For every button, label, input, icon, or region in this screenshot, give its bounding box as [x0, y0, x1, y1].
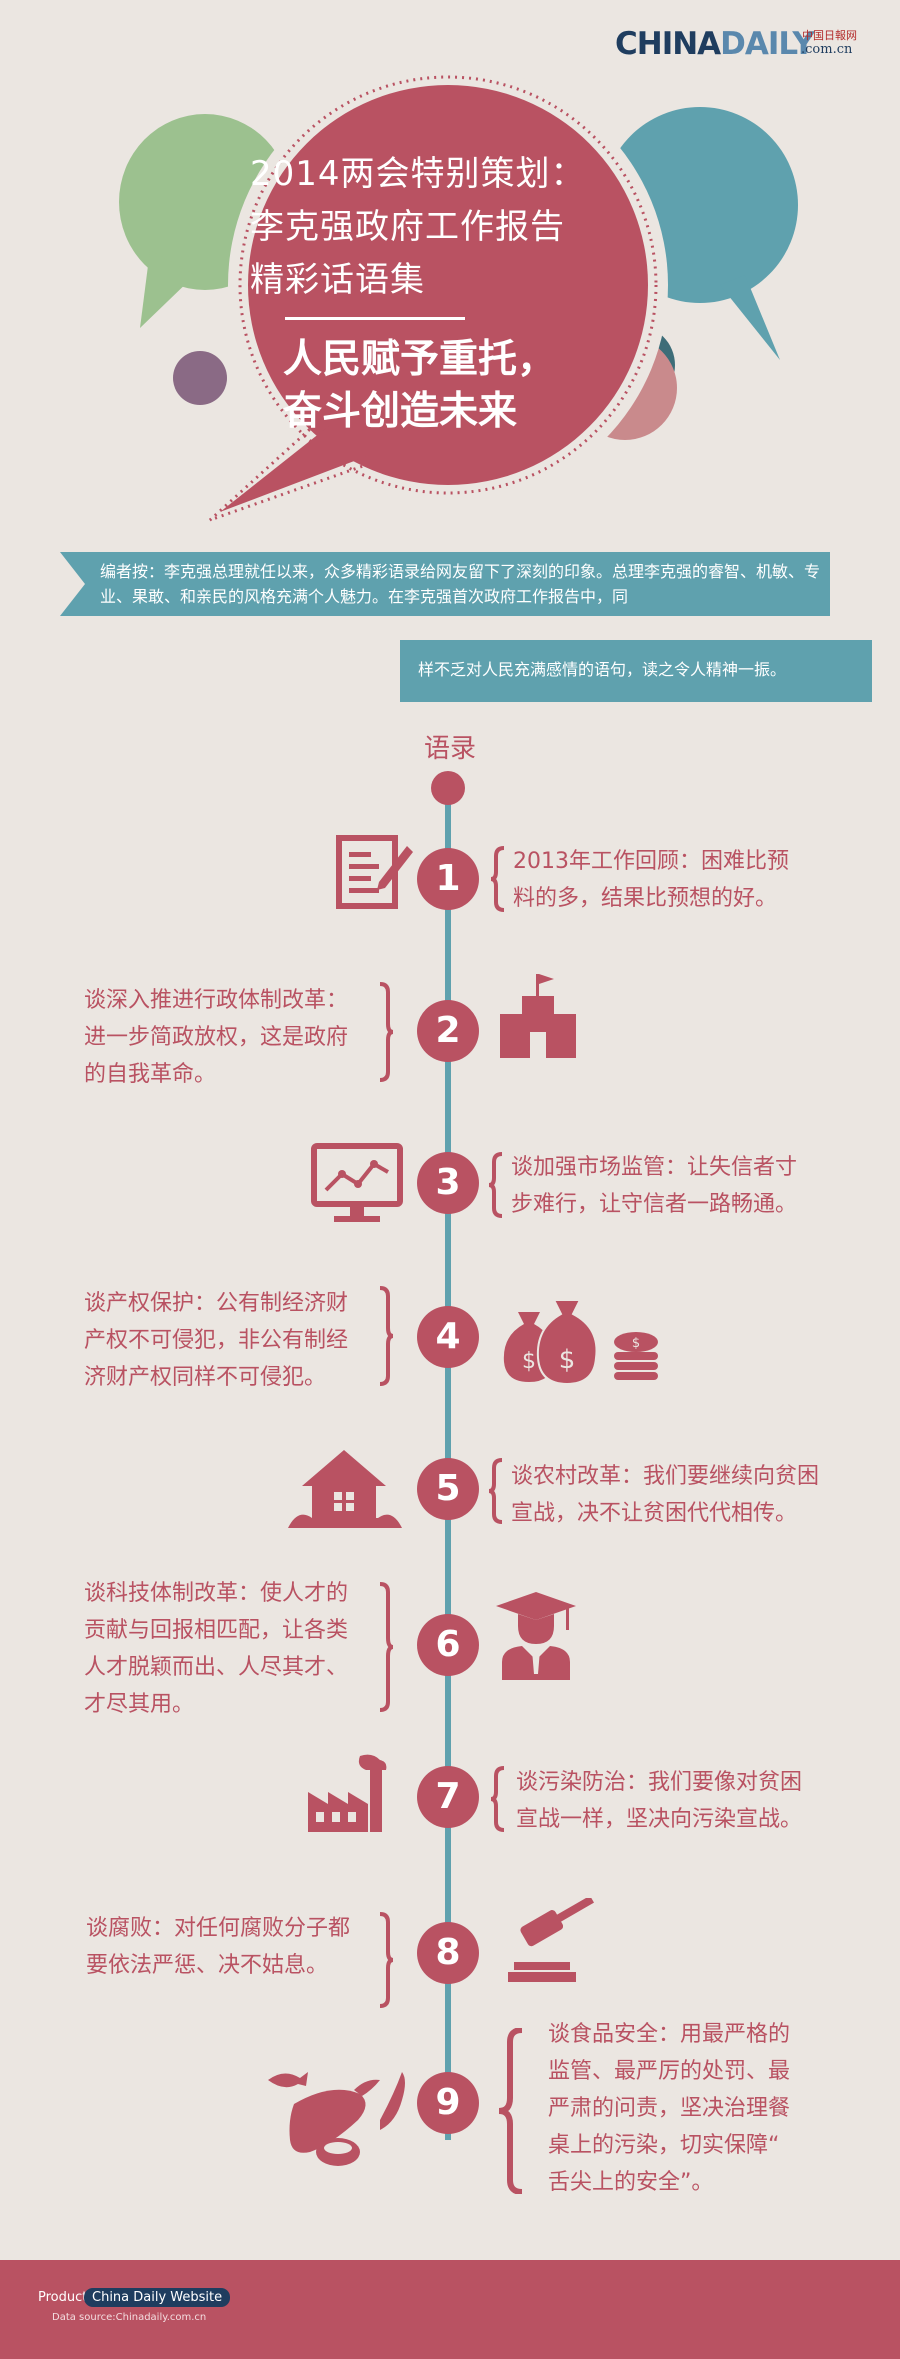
food-icon — [262, 2060, 412, 2174]
intro-text-line1: 编者按：李克强总理就任以来，众多精彩语录给网友留下了深刻的印象。总理李克强的睿智… — [100, 562, 821, 606]
quote-text-2: 谈深入推进行政体制改革： 进一步简政放权，这是政府 的自我革命。 — [84, 988, 349, 1087]
brace-right-1 — [490, 846, 505, 912]
timeline-top-dot — [431, 771, 465, 805]
logo-daily: DAILY — [720, 26, 815, 62]
speech-bubbles-graphic — [119, 70, 798, 522]
timeline-number-4: 4 — [417, 1306, 479, 1368]
svg-text:$: $ — [632, 1336, 640, 1351]
timeline-number-3: 3 — [417, 1152, 479, 1214]
logo-cn-text: 中国日報网 — [802, 29, 857, 42]
quote-text-6: 谈科技体制改革：使人才的 贡献与回报相匹配，让各类 人才脱颖而出、人尽其才、 才… — [84, 1581, 349, 1717]
farmhouse-icon — [286, 1448, 404, 1536]
quote-text-7: 谈污染防治：我们要像对贫困 宣战一样，坚决向污染宣战。 — [516, 1770, 803, 1832]
footer-product-badge[interactable]: China Daily Website — [84, 2288, 231, 2307]
quote-text-9: 谈食品安全：用最严格的 监管、最严厉的处罚、最 严肃的问责，坚决治理餐 桌上的污… — [548, 2022, 791, 2195]
money-bags-icon: $ $ $ — [496, 1292, 666, 1392]
svg-text:$: $ — [522, 1349, 536, 1374]
quote-text-4: 谈产权保护：公有制经济财 产权不可侵犯，非公有制经 济财产权同样不可侵犯。 — [84, 1291, 349, 1390]
brace-left-2 — [379, 982, 394, 1082]
logo-wordmark: CHINADAILY — [615, 26, 875, 62]
intro-banner-bottom — [400, 640, 872, 702]
logo-domain: .com.cn — [801, 42, 853, 57]
title-block: 2014两会特别策划：李克强政府工作报告精彩话语集 人民赋予重托，奋斗创造未来 — [250, 148, 590, 438]
document-pen-icon — [335, 832, 415, 916]
timeline-number-1: 1 — [417, 848, 479, 910]
timeline-number-8: 8 — [417, 1922, 479, 1984]
quote-text-1: 2013年工作回顾：困难比预 料的多，结果比预想的好。 — [513, 849, 789, 911]
brace-right-3 — [488, 1152, 503, 1218]
timeline-number-5: 5 — [417, 1458, 479, 1520]
timeline-number-9: 9 — [417, 2072, 479, 2134]
footer-data-source: Data source:Chinadaily.com.cn — [52, 2312, 207, 2323]
page-title: 2014两会特别策划：李克强政府工作报告精彩话语集 — [250, 154, 586, 300]
footer — [0, 2260, 900, 2359]
logo-china: CHINA — [615, 26, 721, 62]
footer-product-label: Product — [38, 2290, 88, 2305]
brace-left-8 — [379, 1912, 394, 2008]
graduate-icon — [494, 1590, 578, 1686]
intro-banner-top — [60, 552, 830, 616]
brace-right-5 — [488, 1458, 503, 1524]
factory-icon — [306, 1752, 390, 1840]
timeline-number-6: 6 — [417, 1614, 479, 1676]
quote-text-3: 谈加强市场监管：让失信者寸 步难行，让守信者一路畅通。 — [511, 1155, 798, 1217]
monitor-chart-icon — [310, 1142, 404, 1230]
timeline-number-2: 2 — [417, 1000, 479, 1062]
brace-left-6 — [379, 1582, 394, 1712]
quote-text-8: 谈腐败：对任何腐败分子都 要依法严惩、决不姑息。 — [86, 1916, 351, 1978]
page-subtitle: 人民赋予重托，奋斗创造未来 — [283, 337, 557, 434]
brace-right-9 — [498, 2028, 523, 2194]
intro-text-line2: 样不乏对人民充满感情的语句，读之令人精神一振。 — [418, 660, 787, 679]
title-divider — [285, 317, 465, 320]
china-daily-logo[interactable]: CHINADAILY 中国日報网 .com.cn — [615, 26, 875, 62]
timeline-label: 语录 — [423, 734, 476, 764]
brace-right-7 — [490, 1766, 505, 1832]
gavel-icon — [504, 1895, 602, 1990]
svg-text:$: $ — [559, 1345, 576, 1375]
timeline-number-7: 7 — [417, 1766, 479, 1828]
quote-text-5: 谈农村改革：我们要继续向贫困 宣战，决不让贫困代代相传。 — [511, 1464, 820, 1526]
brace-left-4 — [379, 1286, 394, 1386]
government-building-icon — [496, 972, 580, 1068]
